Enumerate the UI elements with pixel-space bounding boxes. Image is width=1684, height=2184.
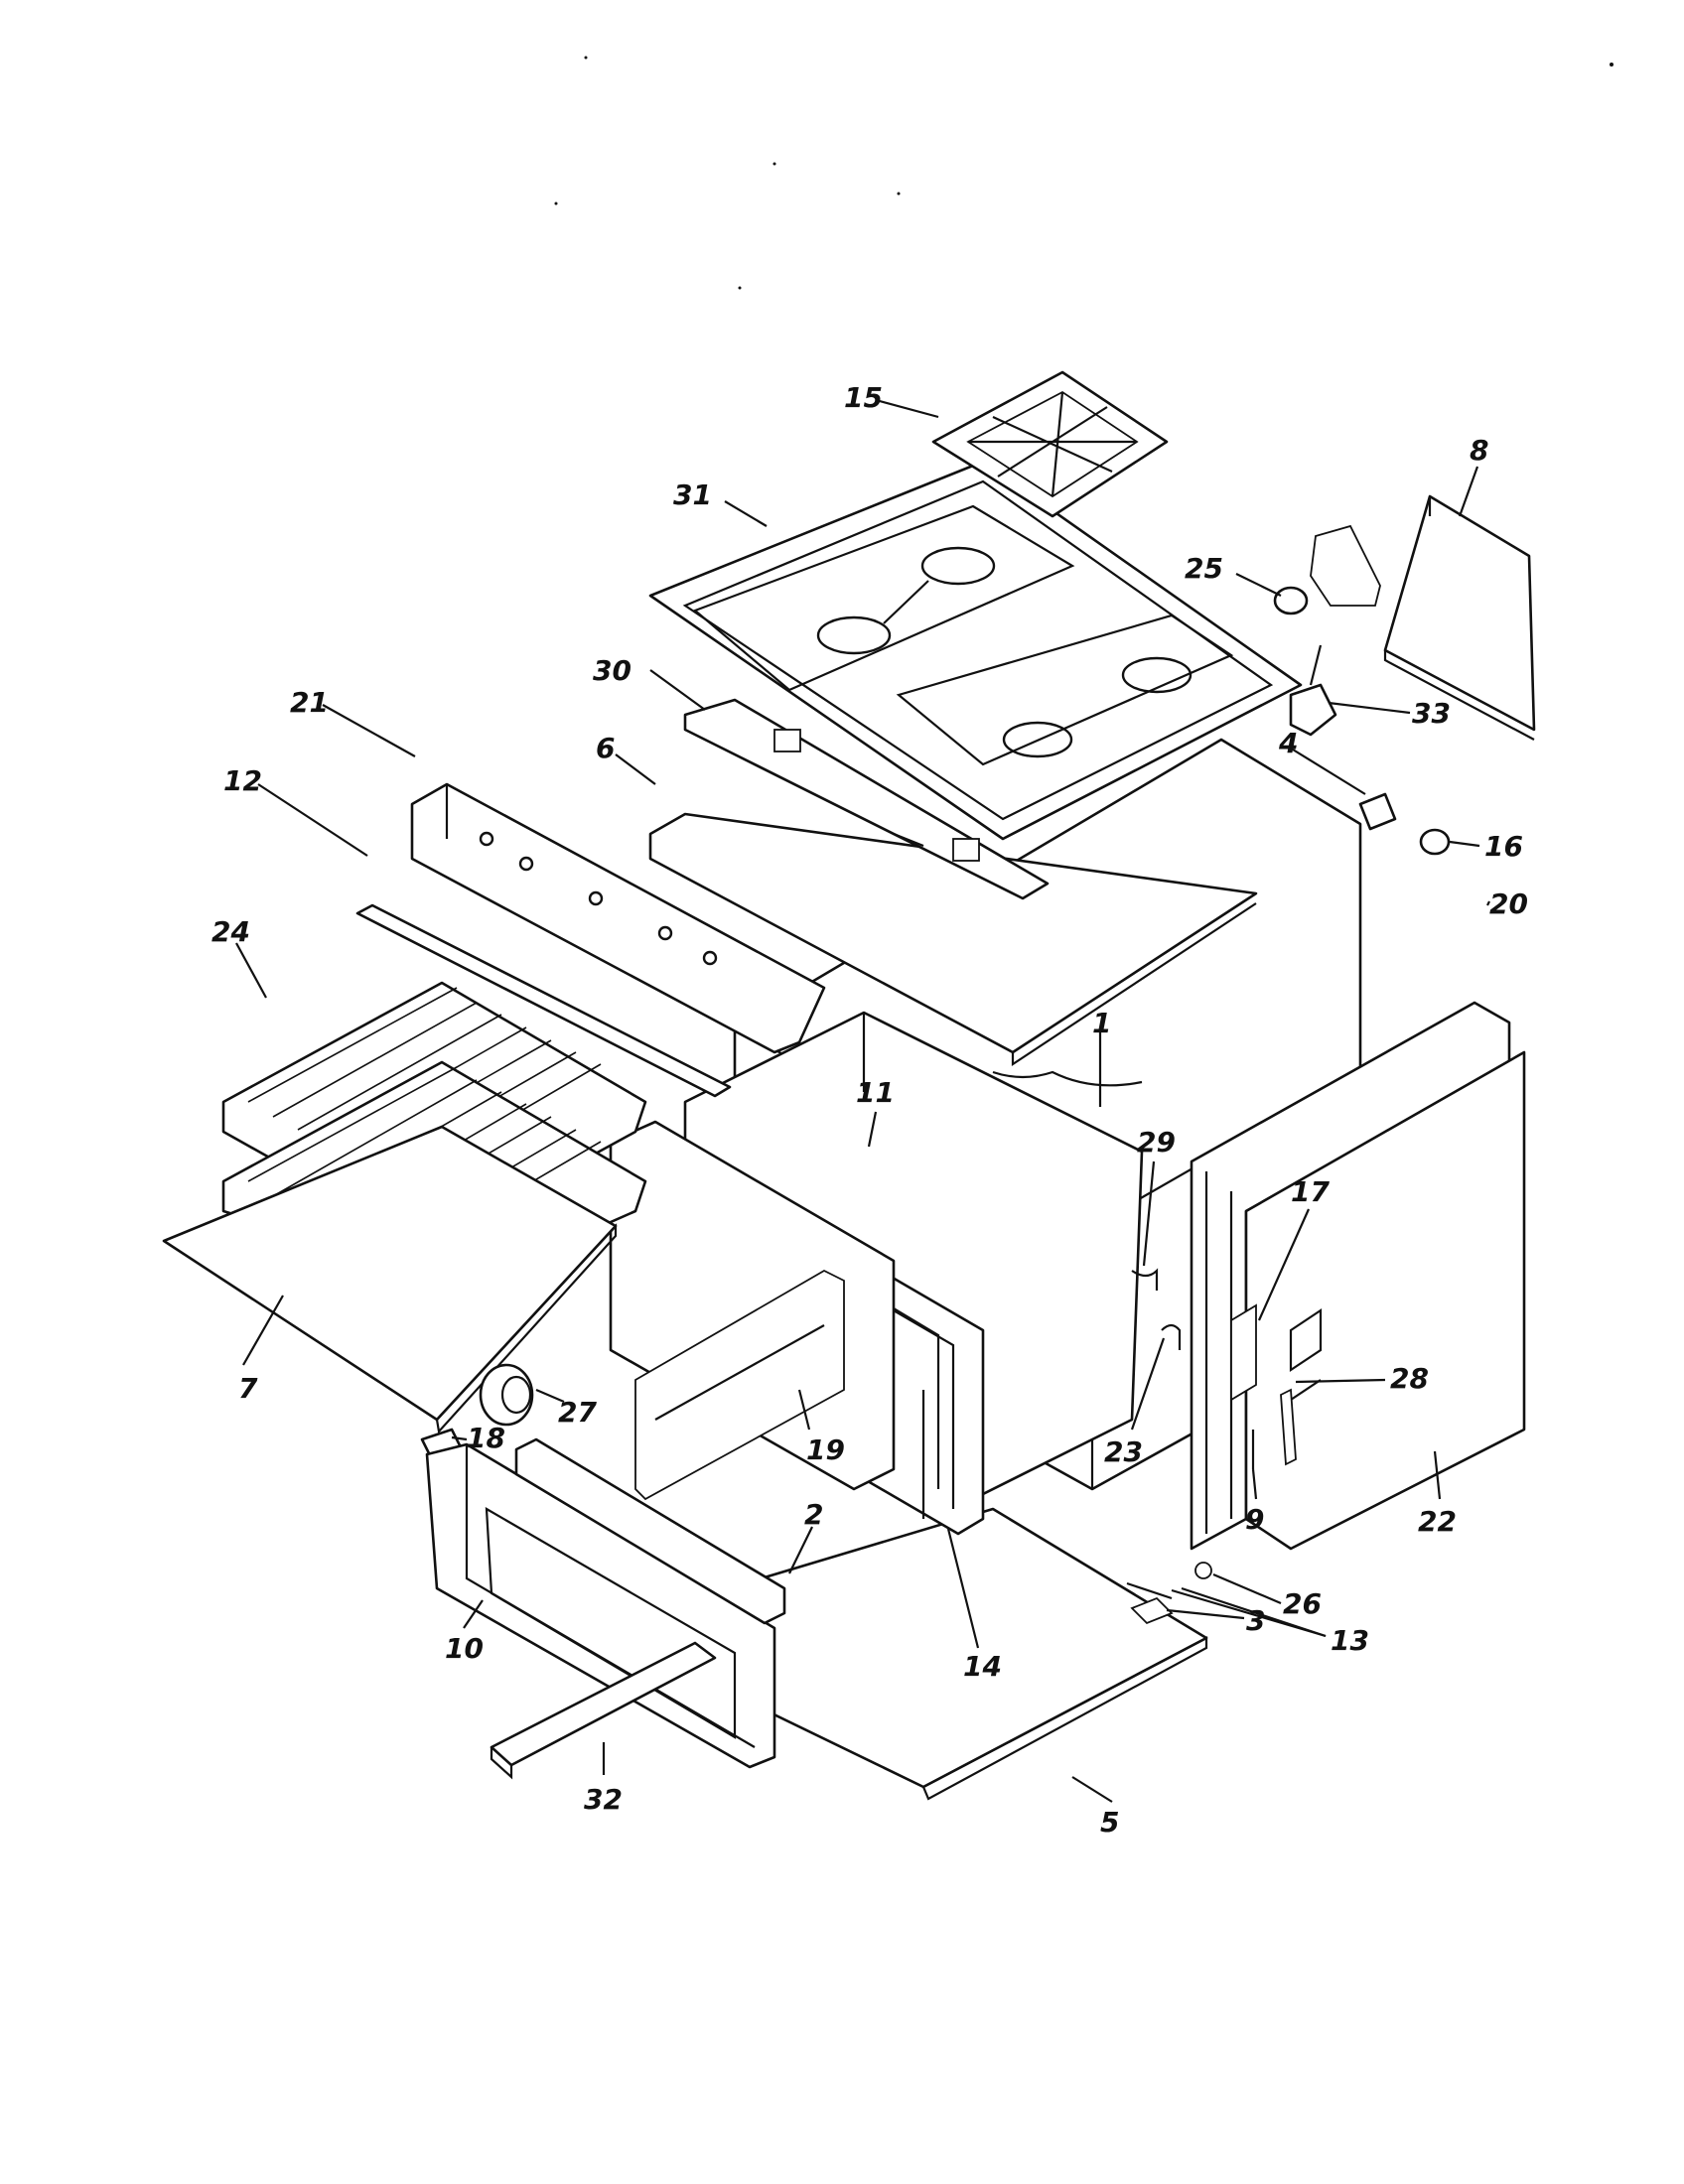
part-10-drawer-front [425,1442,776,1769]
part-26-screw [1194,1562,1212,1579]
part-33-switch [1289,644,1337,737]
part-5-bottom-panel [594,1507,1208,1801]
callout-7: 7 [238,1372,258,1405]
callout-25: 25 [1185,552,1223,585]
part-31-cooktop [648,460,1303,841]
callout-23: 23 [1104,1435,1143,1468]
callout-18: 18 [467,1422,505,1454]
callout-1: 1 [1092,1007,1111,1039]
part-13-rod [1126,1581,1173,1600]
callout-30: 30 [593,654,632,687]
callout-6: 6 [596,732,615,764]
part-16-knob [1419,828,1451,856]
callout-16: 16 [1484,830,1523,863]
callout-4: 4 [1278,727,1298,759]
scan-specks [554,56,1614,290]
callout-12: 12 [223,764,262,797]
part-29-hook [1131,1268,1159,1291]
callout-27: 27 [558,1396,597,1429]
part-12-rear-rail [355,903,732,1098]
callout-19: 19 [806,1433,845,1466]
callout-20: 20 [1489,887,1528,920]
callout-13: 13 [1331,1624,1369,1657]
part-21-control-panel [410,782,826,1054]
part-8-back-guard [1383,494,1536,741]
part-22-side-panel [1244,1050,1526,1551]
callout-2: 2 [804,1498,823,1531]
callout-labels: 15 31 8 25 30 33 21 6 4 12 16 20 24 1 11… [211,381,1528,1839]
callout-8: 8 [1470,434,1488,467]
callout-10: 10 [445,1632,484,1665]
part-2-drawer-rail [514,1437,786,1625]
part-32-slide-bar [490,1641,717,1780]
callout-17: 17 [1291,1175,1330,1208]
part-25-mount-bracket [1310,524,1381,607]
callout-26: 26 [1283,1587,1322,1620]
part-7-broiler-pan [162,1125,618,1434]
part-6-cooktop-inner-panel [648,812,1258,1067]
callout-28: 28 [1390,1362,1429,1395]
callout-22: 22 [1418,1505,1457,1538]
part-4-valve [1358,792,1397,831]
part-23-hook [1161,1323,1182,1350]
callout-24: 24 [211,915,250,948]
part-3-bracket [1130,1596,1174,1625]
callout-21: 21 [290,686,329,719]
part-28-hinge-bar [1280,1388,1297,1466]
part-27-knob [479,1363,534,1427]
callout-32: 32 [584,1783,623,1816]
leader-lines [235,398,1490,1803]
part-15-burner-grate [931,370,1169,518]
part-30-burner-box [683,698,1050,900]
part-25-knob [1273,586,1309,615]
part-17-bracket [1230,1303,1257,1402]
callout-3: 3 [1246,1604,1265,1637]
callout-11: 11 [856,1076,895,1109]
callout-14: 14 [963,1650,1002,1683]
part-19-inner-door-panel [609,1120,896,1501]
callout-29: 29 [1137,1126,1176,1159]
callout-33: 33 [1412,697,1451,730]
callout-31: 31 [673,478,712,511]
callout-5: 5 [1100,1806,1119,1839]
callout-9: 9 [1245,1503,1264,1536]
callout-15: 15 [844,381,883,414]
